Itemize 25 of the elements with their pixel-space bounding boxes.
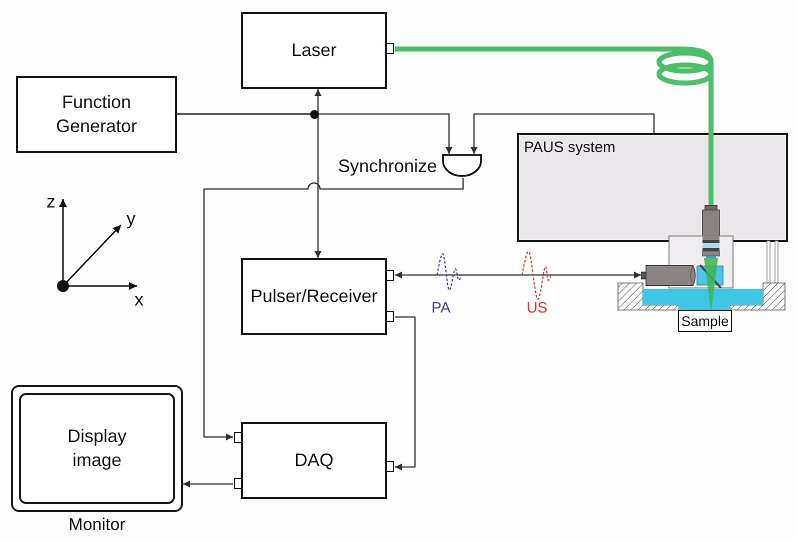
arrow [395,316,416,470]
display-screen: Display image [19,393,175,504]
arrow [183,480,233,488]
sample-box: Sample [678,310,732,332]
device-box: Function Generator [16,76,177,153]
double-arrow [395,272,641,278]
arrow [470,113,655,154]
axis-label: z [46,192,56,212]
cable-line [395,46,714,205]
optical-probe [701,205,721,236]
device-box: Laser [241,12,387,89]
device-box: DAQ [241,422,387,499]
system-panel [517,133,788,242]
gate-label: Synchronize [338,156,437,176]
wave-icon [520,250,553,301]
monitor-label: Monitor [68,515,126,535]
device-box: Pulser/Receiver [241,258,387,335]
panel-title: PAUS system [524,139,616,157]
signal-label: PA [432,299,450,317]
signal-label: US [526,299,548,317]
axis-label: y [126,208,136,230]
arrow [177,113,452,154]
transducer-probe [641,265,698,286]
wave-icon [435,252,464,292]
axis-label: x [134,290,144,310]
